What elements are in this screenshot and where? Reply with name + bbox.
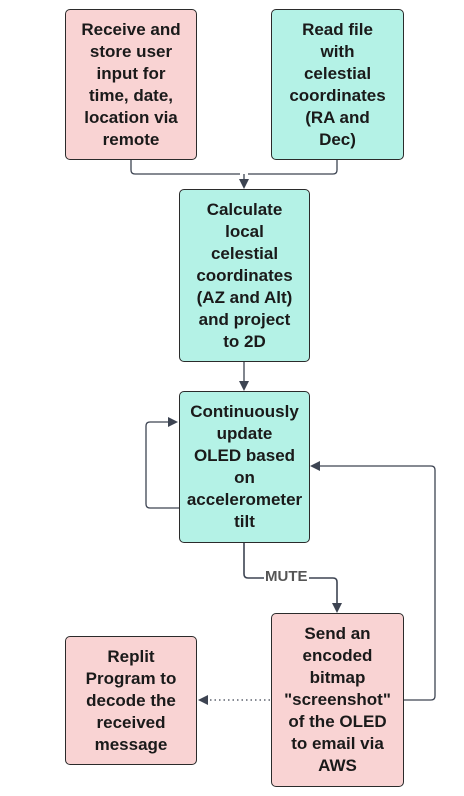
node-replit: Replit Program to decode the received me… [65,636,197,765]
node-receive-input: Receive and store user input for time, d… [65,9,197,160]
arrow-send-to-update [310,461,436,701]
node-calculate: Calculate local celestial coordinates (A… [179,189,310,362]
node-update-oled: Continuously update OLED based on accele… [179,391,310,543]
connector-receive-to-merge [130,160,240,175]
node-read-file: Read file with celestial coordinates (RA… [271,9,404,160]
edge-label-mute: MUTE [264,568,309,585]
connector-read-to-merge [248,160,338,175]
node-send-email: Send an encoded bitmap "screenshot" of t… [271,613,404,787]
arrow-update-self-loop [145,417,179,509]
